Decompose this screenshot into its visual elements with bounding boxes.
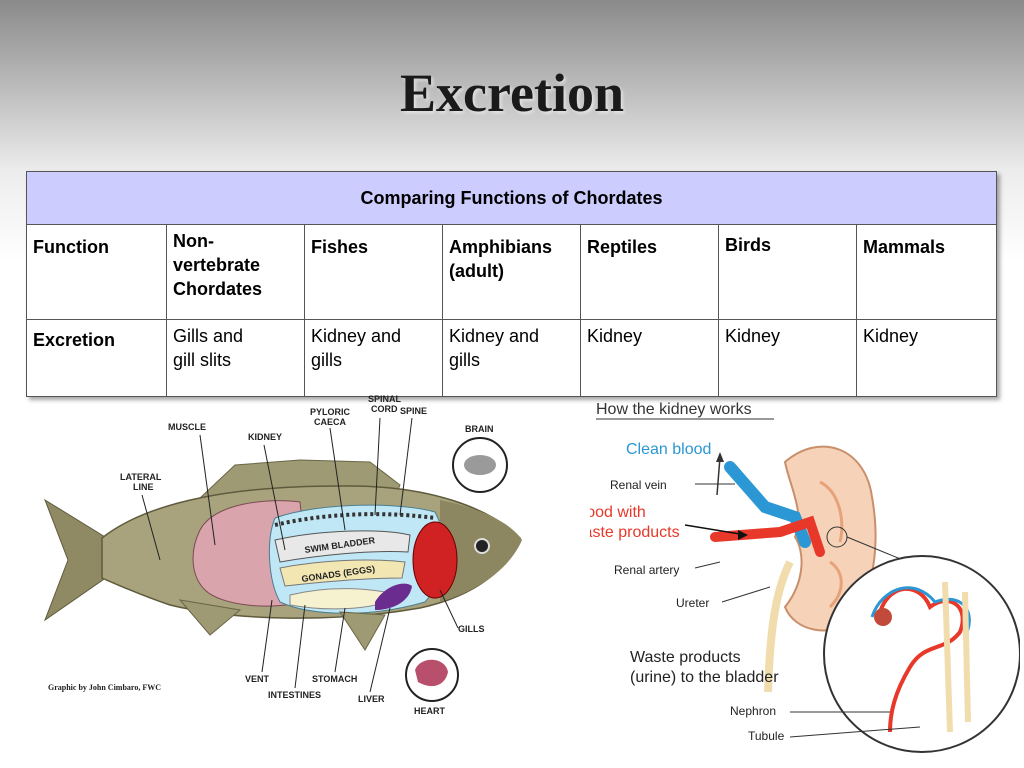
figure-credit: Graphic by John Cimbaro, FWC [48,683,161,692]
table-caption: Comparing Functions of Chordates [25,171,998,225]
heart-label: HEART [414,706,446,716]
cell-fishes: Kidney and gills [304,319,443,397]
brain-label: BRAIN [465,424,494,434]
row-label-excretion: Excretion [26,319,167,397]
cell-mammals: Kidney [855,319,998,397]
ureter-label: Ureter [676,596,709,610]
header-function: Function [26,224,167,320]
brain-shape [464,455,496,475]
renal-artery-shape [710,515,825,557]
fish-eye [474,538,490,554]
liver-label: LIVER [358,694,385,704]
cell-birds: Kidney [718,319,857,397]
header-fishes: Fishes [304,224,443,320]
cell-amphibians: Kidney and gills [442,319,581,397]
gills-shape [412,521,458,599]
fish-tail [43,498,111,622]
cell-reptiles: Kidney [580,319,719,397]
table-header-row: Function Non- vertebrate Chordates Fishe… [26,224,998,320]
spine-line [274,512,436,527]
heart-shape [415,659,448,687]
muscle-label: MUSCLE [168,422,206,432]
tubule-label: Tubule [748,729,785,743]
slide-title: Excretion [400,63,624,123]
header-mammals: Mammals [855,224,998,320]
renal-vein-label: Renal vein [610,478,667,492]
gills-label: GILLS [458,624,485,634]
glomerulus-shape [874,608,892,626]
table-row: Excretion Gills and gill slits Kidney an… [26,319,998,397]
spine-label: SPINE [400,406,427,416]
clean-blood-label: Clean blood [626,441,711,458]
renal-artery-label: Renal artery [614,563,679,577]
swim-bladder [274,530,411,563]
stomach-label: STOMACH [312,674,357,684]
kidney-label: KIDNEY [248,432,282,442]
pelvic-fin [339,611,386,651]
intestines-label: INTESTINES [268,690,321,700]
kidney-figure: How the kidney works Clean blood [590,392,1020,764]
kidney-figure-title: How the kidney works [596,401,752,418]
header-amphibians: Amphibians (adult) [442,224,581,320]
nephron-label: Nephron [730,704,776,718]
fish-anatomy-figure: SWIM BLADDER GONADS (EGGS) BRAIN HEART [40,390,560,720]
waste-products-label: Waste products(urine) to the bladder [630,649,779,686]
header-reptiles: Reptiles [580,224,719,320]
cell-nonvertebrate: Gills and gill slits [166,319,305,397]
blood-waste-label: Blood withwaste products [590,504,680,541]
comparison-table: Comparing Functions of Chordates Functio… [25,171,998,397]
vent-label: VENT [245,674,270,684]
ureter-shape [764,560,794,693]
liver-shape [375,583,412,610]
header-nonvertebrate-chordates: Non- vertebrate Chordates [166,224,305,320]
gonads [279,559,406,587]
header-birds: Birds [718,224,857,320]
anal-fin [178,599,242,636]
